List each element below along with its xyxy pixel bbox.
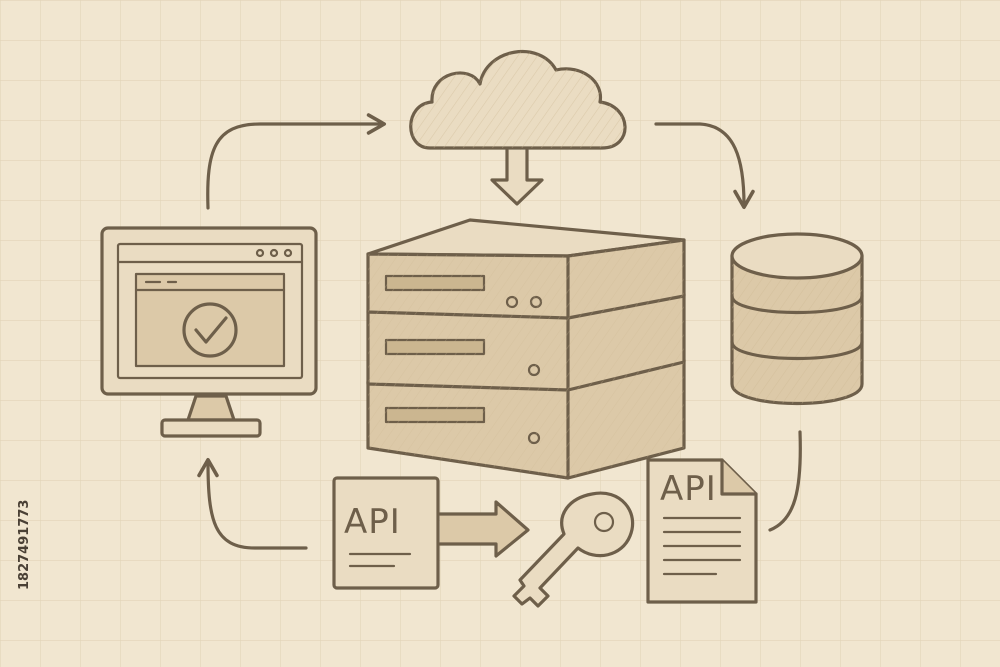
api-card-label: API (344, 502, 401, 542)
key-icon (512, 491, 635, 608)
cloud-download-arrow (490, 148, 544, 206)
api-card-icon: API (332, 476, 530, 590)
arrow-cloud-to-database (654, 122, 755, 210)
server-stack-icon (366, 218, 686, 480)
monitor-check-icon (100, 226, 318, 438)
check-circle-icon (182, 302, 238, 358)
cloud-icon (409, 49, 627, 206)
api-card-arrow-icon (438, 500, 530, 558)
arrow-bottom-to-monitor (197, 457, 308, 550)
database-icon (730, 232, 864, 406)
arrow-monitor-to-cloud (206, 113, 387, 210)
api-document-icon: API (646, 458, 758, 604)
api-document-label: API (660, 469, 717, 509)
arrow-database-to-document (768, 430, 802, 532)
flow-arrows (197, 113, 802, 550)
watermark-id: 1827491773 (17, 500, 32, 590)
